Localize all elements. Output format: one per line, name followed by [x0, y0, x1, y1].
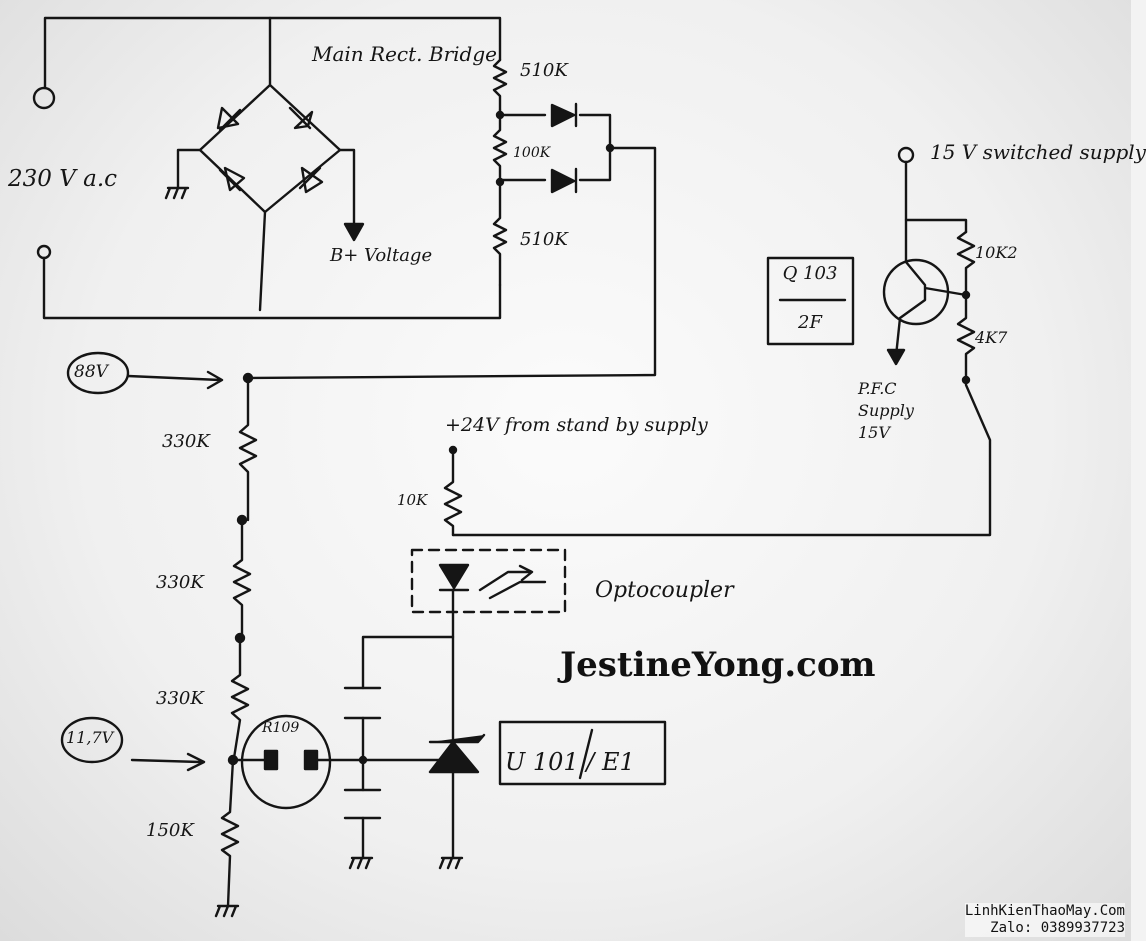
q103-supply-wire — [904, 160, 968, 234]
r109-circle — [240, 714, 332, 810]
u101-box — [498, 720, 667, 786]
res-330k-2-label: 330K — [156, 572, 204, 593]
res-4k7 — [956, 293, 976, 382]
cap-1 — [343, 686, 382, 720]
corner-watermark: LinhKienThaoMay.Com Zalo: 0389937723 — [964, 903, 1125, 937]
r109-label: R109 — [262, 720, 300, 736]
res-10k2 — [956, 230, 976, 297]
q103-box — [766, 256, 855, 346]
res-100k-label: 100K — [513, 145, 551, 161]
opto-box — [410, 548, 567, 614]
res-10k — [443, 448, 463, 537]
ac-input-label: 230 V a.c — [8, 166, 118, 192]
diode-upper — [550, 102, 578, 128]
ground-symbol-u101 — [438, 856, 464, 870]
u101-symbol — [428, 733, 486, 774]
v88-circle — [66, 351, 130, 395]
cap-wire — [361, 635, 455, 690]
res-510k-bottom-label: 510K — [520, 229, 568, 250]
pfc-supply-label: P.F.C Supply 15V — [858, 379, 914, 442]
res-100k — [492, 108, 508, 187]
optocoupler-label: Optocoupler — [595, 578, 734, 603]
switched-supply-label: 15 V switched supply — [930, 140, 1146, 164]
bridge-diode-4 — [298, 166, 324, 194]
res-10k-label: 10K — [397, 491, 428, 509]
q103-body — [882, 258, 950, 326]
bplus-wire — [338, 148, 356, 234]
opto-led — [438, 563, 470, 592]
q103-terminal — [897, 146, 915, 164]
ground-symbol-bridge — [164, 186, 190, 200]
bplus-arrow — [343, 222, 365, 242]
diode-out-wire — [248, 146, 657, 380]
res-330k-2 — [232, 518, 252, 640]
site-watermark: JestineYong.com — [560, 645, 876, 685]
u101-slash — [578, 728, 594, 780]
bridge-bottom-wire — [258, 210, 267, 312]
opto-arrows — [478, 564, 547, 600]
res-510k-top-label: 510K — [520, 60, 568, 81]
r109-pad-right — [303, 749, 319, 771]
res-510k-bottom — [492, 183, 508, 287]
bridge-diode-3 — [218, 166, 246, 192]
q103-leads — [894, 218, 968, 358]
res-4k7-label: 4K7 — [975, 328, 1008, 347]
v117-arrow — [130, 752, 206, 772]
standby-supply-label: +24V from stand by supply — [445, 414, 708, 436]
bridge-gnd-wire — [176, 148, 202, 190]
bplus-label: B+ Voltage — [330, 245, 433, 266]
main-rect-bridge-label: Main Rect. Bridge — [312, 42, 497, 66]
v117-label: 11,7V — [66, 728, 114, 747]
res-330k-3-label: 330K — [156, 688, 204, 709]
v88-arrow — [126, 370, 224, 390]
q103-label: Q 103 — [782, 263, 838, 284]
diode-lower — [550, 167, 578, 194]
u101-label: U 101 / E1 — [505, 748, 635, 776]
bridge-diode-1 — [216, 106, 242, 132]
v117-circle — [60, 716, 124, 764]
res-330k-1 — [238, 376, 258, 522]
ac-terminal-top — [32, 86, 56, 110]
pfc-arrow — [886, 348, 906, 366]
r109-pad-left — [263, 749, 279, 771]
corner-watermark-line2: Zalo: 0389937723 — [990, 920, 1125, 936]
q103-code-label: 2F — [798, 312, 822, 333]
ac-terminal-bottom — [36, 244, 52, 260]
top-wire — [43, 16, 502, 90]
corner-watermark-line1: LinhKienThaoMay.Com — [964, 903, 1125, 919]
res-150k — [220, 758, 240, 908]
cap-2 — [343, 788, 382, 820]
res-150k-label: 150K — [146, 820, 194, 841]
res-10k2-label: 10K2 — [975, 243, 1018, 262]
ground-symbol-150k — [214, 904, 240, 918]
res-330k-1-label: 330K — [162, 431, 210, 452]
diode-upper-wire — [498, 113, 612, 182]
v88-label: 88V — [74, 362, 108, 382]
ground-symbol-cap — [348, 856, 374, 870]
res-330k-3 — [230, 636, 250, 760]
bridge-diode-2 — [288, 106, 314, 130]
res-510k-top — [492, 58, 508, 112]
bottom-wire — [42, 256, 502, 320]
